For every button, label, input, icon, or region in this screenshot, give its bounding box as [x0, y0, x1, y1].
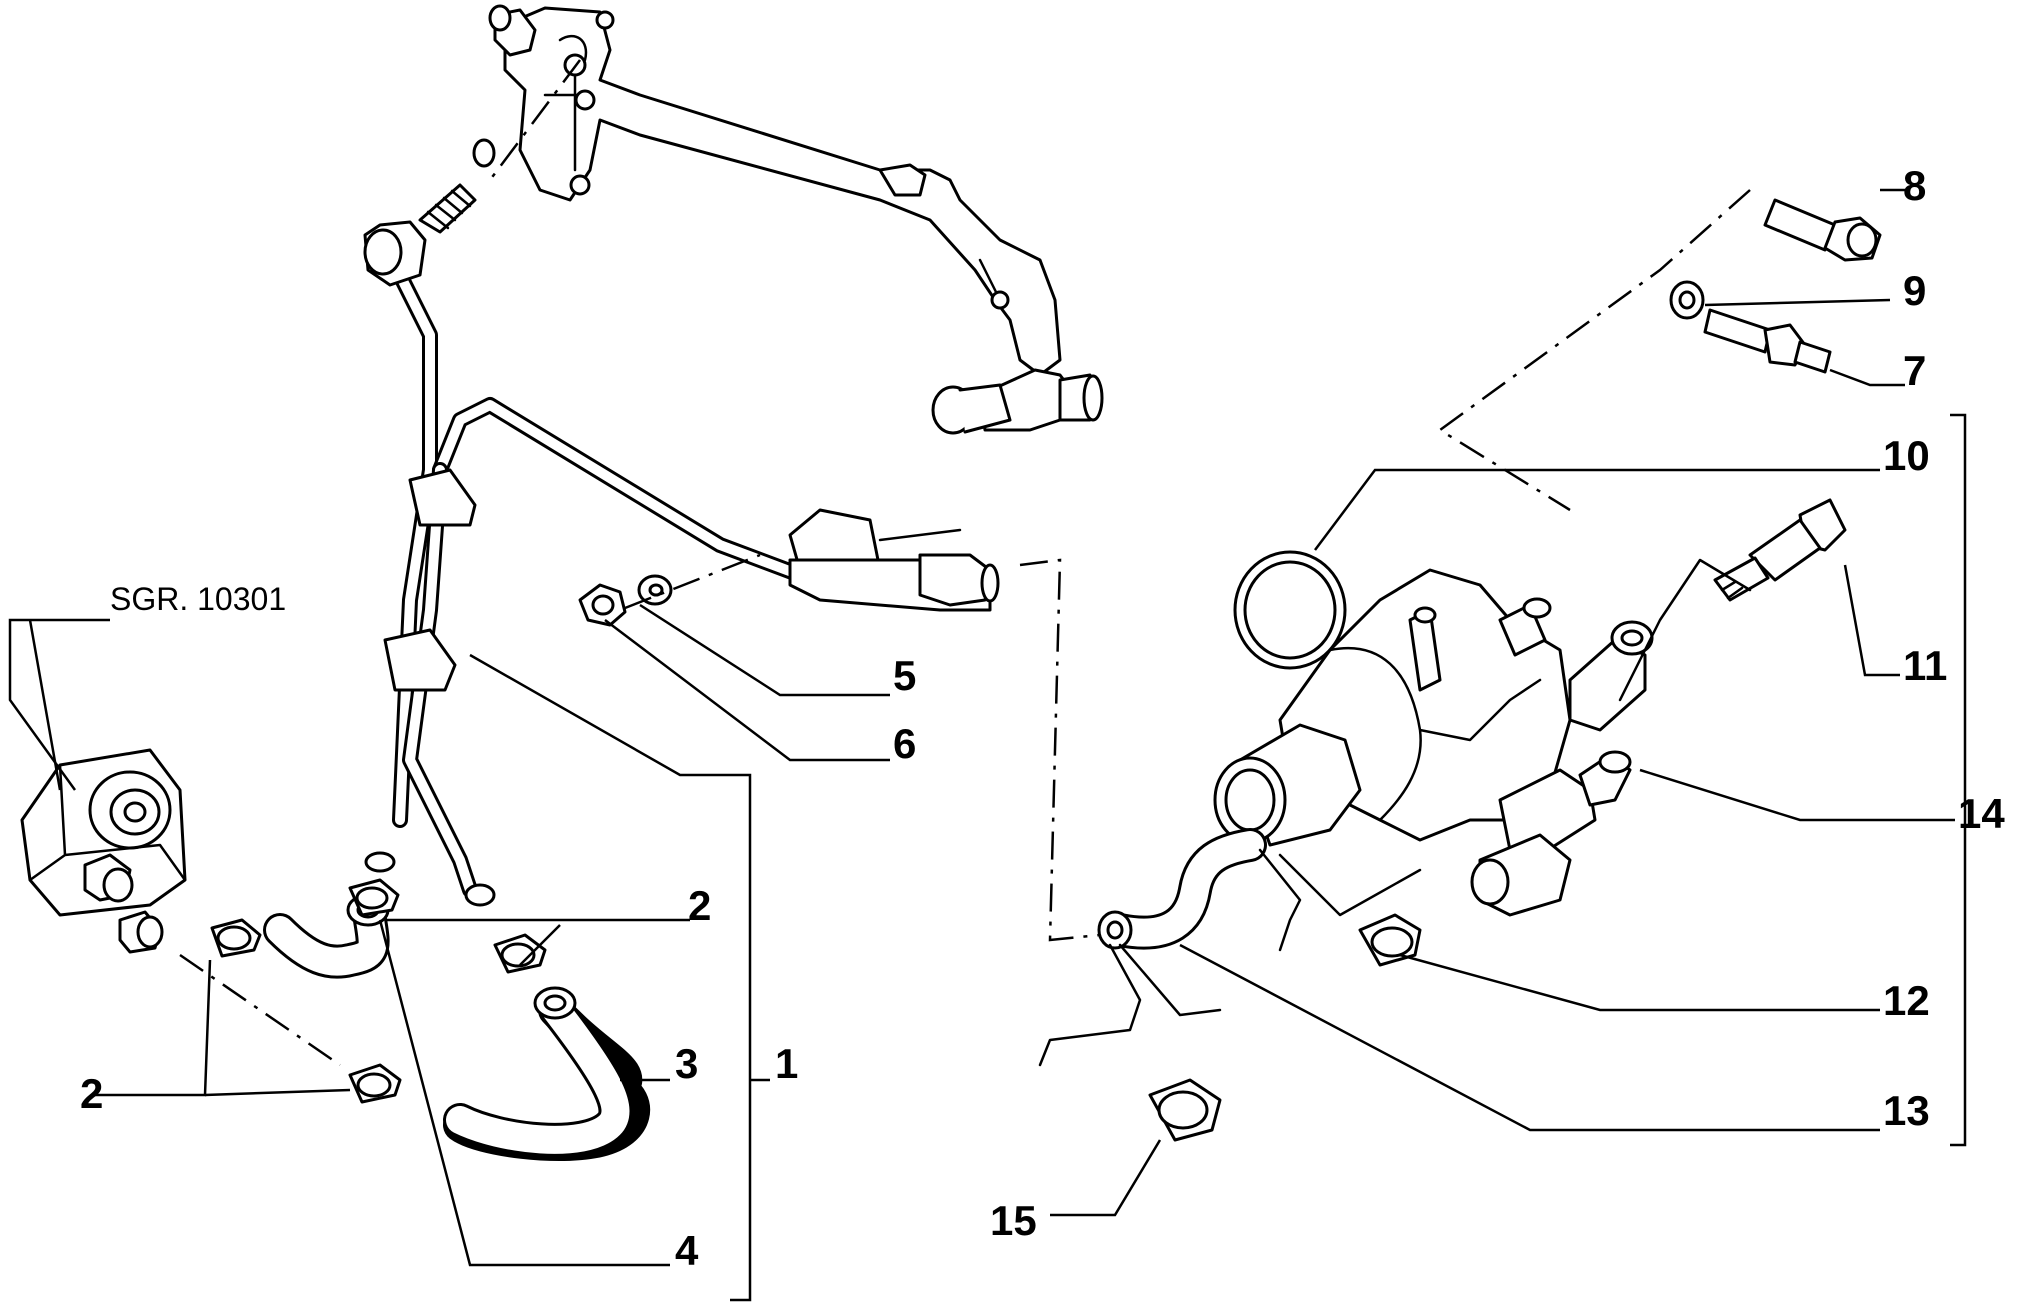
callout-5: 5	[893, 652, 916, 699]
hose-clamp-part-2-a	[348, 878, 400, 917]
banjo-bolt-upper	[418, 138, 496, 234]
oil-cooler	[20, 748, 187, 954]
temperature-sensor-part-11	[1713, 498, 1847, 602]
washer-part-9	[1669, 280, 1705, 320]
hose-clamp-part-2-b	[493, 933, 547, 974]
hose-clamp-part-15	[1148, 1078, 1222, 1142]
callout-2-upper: 2	[688, 882, 711, 929]
hose-part-3	[443, 986, 651, 1161]
callout-10: 10	[1883, 432, 1930, 479]
hose-part-13	[1097, 828, 1267, 950]
washer-part-5	[637, 574, 673, 606]
callout-15: 15	[990, 1197, 1037, 1244]
callout-9: 9	[1903, 267, 1926, 314]
callout-13: 13	[1883, 1087, 1930, 1134]
hidden-edge-lines	[1038, 558, 1752, 1067]
callout-2-lower: 2	[80, 1070, 103, 1117]
assembly-axis-line-bolts	[1437, 189, 1751, 512]
bolt-part-8	[1763, 198, 1882, 262]
thermostat-housing	[1213, 550, 1654, 917]
callout-1: 1	[775, 1040, 798, 1087]
callout-12: 12	[1883, 977, 1930, 1024]
assembly-axis-line-hose	[1019, 558, 1101, 942]
reference-label: SGR. 10301	[110, 581, 286, 617]
callout-7: 7	[1903, 347, 1926, 394]
steel-pipe-assembly	[363, 220, 1000, 907]
assembly-axis-line-upper	[489, 59, 581, 181]
callout-4: 4	[675, 1227, 699, 1274]
assembly-axis-line-5-6	[624, 553, 761, 610]
upper-coolant-pipe	[488, 4, 1104, 435]
callout-8: 8	[1903, 162, 1926, 209]
hose-clamp-part-12	[1358, 913, 1422, 967]
leader-lines	[8, 188, 1967, 1302]
hose-clamp-part-2-c	[210, 918, 262, 958]
callout-6: 6	[893, 720, 916, 767]
stud-part-7	[1703, 308, 1832, 374]
assembly-axis-line-clamps	[179, 953, 341, 1067]
callout-11: 11	[1903, 642, 1947, 689]
nut-part-6	[578, 583, 627, 627]
hose-clamp-part-2-d	[348, 1063, 402, 1104]
callout-14: 14	[1958, 790, 2005, 837]
callout-3: 3	[675, 1040, 698, 1087]
